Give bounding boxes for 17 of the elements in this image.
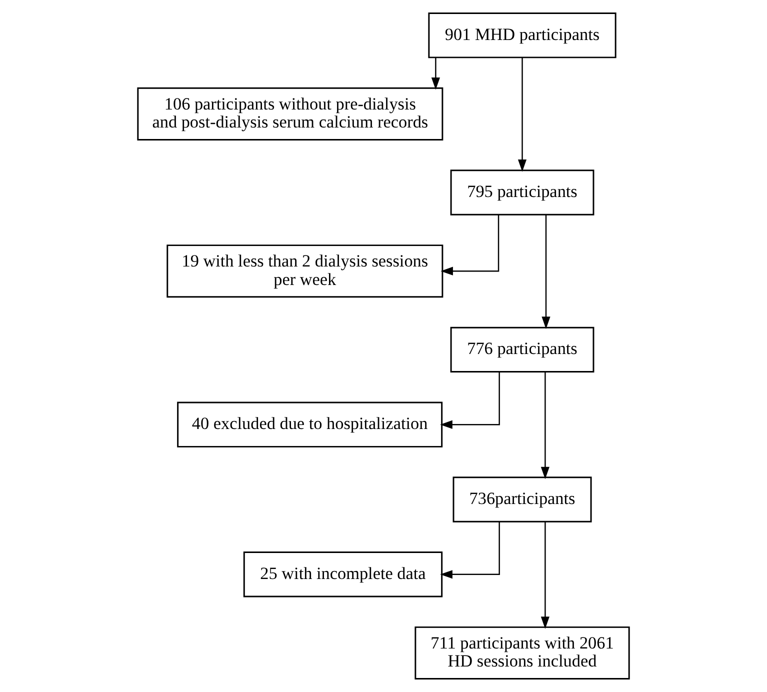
- arrow: [518, 58, 527, 172]
- arrow: [440, 522, 500, 579]
- node-box: 711 participants with 2061 HD sessions included: [414, 626, 630, 680]
- node-box: 901 MHD participants: [428, 12, 616, 58]
- node-box: 106 participants without pre-dialysis and post-dialysis serum calcium records: [137, 87, 444, 140]
- arrow: [540, 372, 550, 480]
- node-box: 736participants: [452, 476, 592, 522]
- node-box: 25 with incomplete data: [243, 552, 443, 598]
- node-box: 40 excluded due to hospitalization: [177, 402, 443, 448]
- arrow: [440, 372, 500, 429]
- arrow: [431, 58, 440, 90]
- node-box: 795 participants: [450, 170, 594, 216]
- arrow: [440, 214, 500, 276]
- node-box: 776 participants: [450, 326, 594, 373]
- arrow: [540, 522, 550, 629]
- arrow: [542, 214, 550, 329]
- node-box: 19 with less than 2 dialysis sessions per week: [166, 244, 444, 298]
